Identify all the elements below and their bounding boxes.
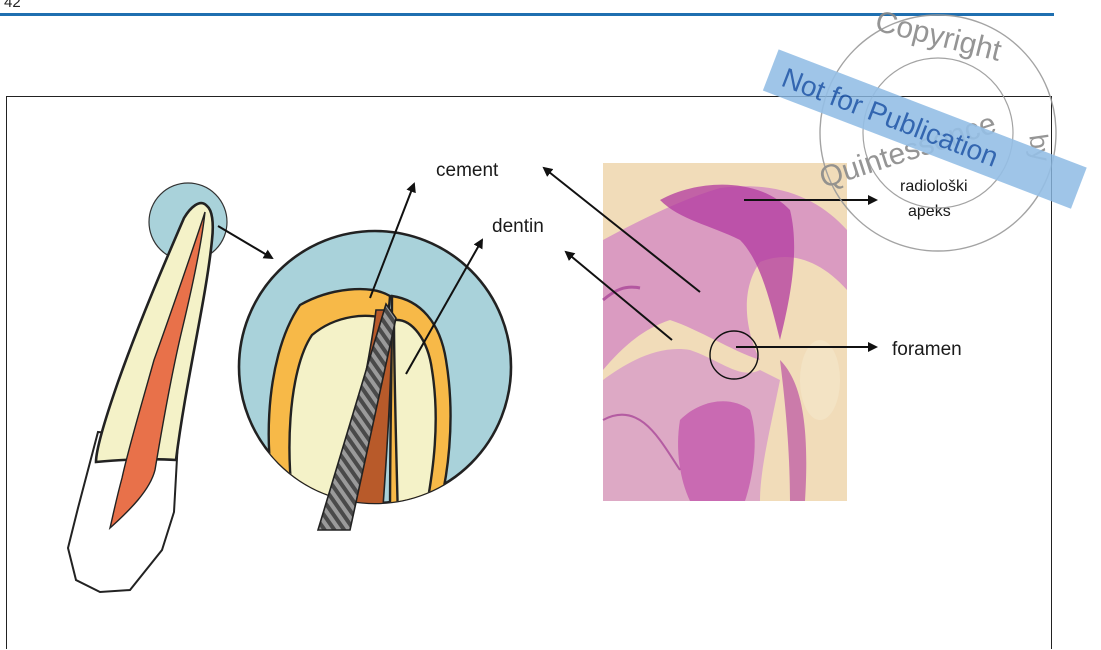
magnified-apex — [239, 184, 511, 530]
label-radioloski: radiološki — [900, 178, 968, 195]
histology-micrograph — [544, 163, 876, 501]
label-apeks: apeks — [908, 203, 951, 220]
label-foramen: foramen — [892, 339, 962, 360]
label-cement: cement — [436, 160, 499, 181]
label-dentin: dentin — [492, 216, 544, 237]
